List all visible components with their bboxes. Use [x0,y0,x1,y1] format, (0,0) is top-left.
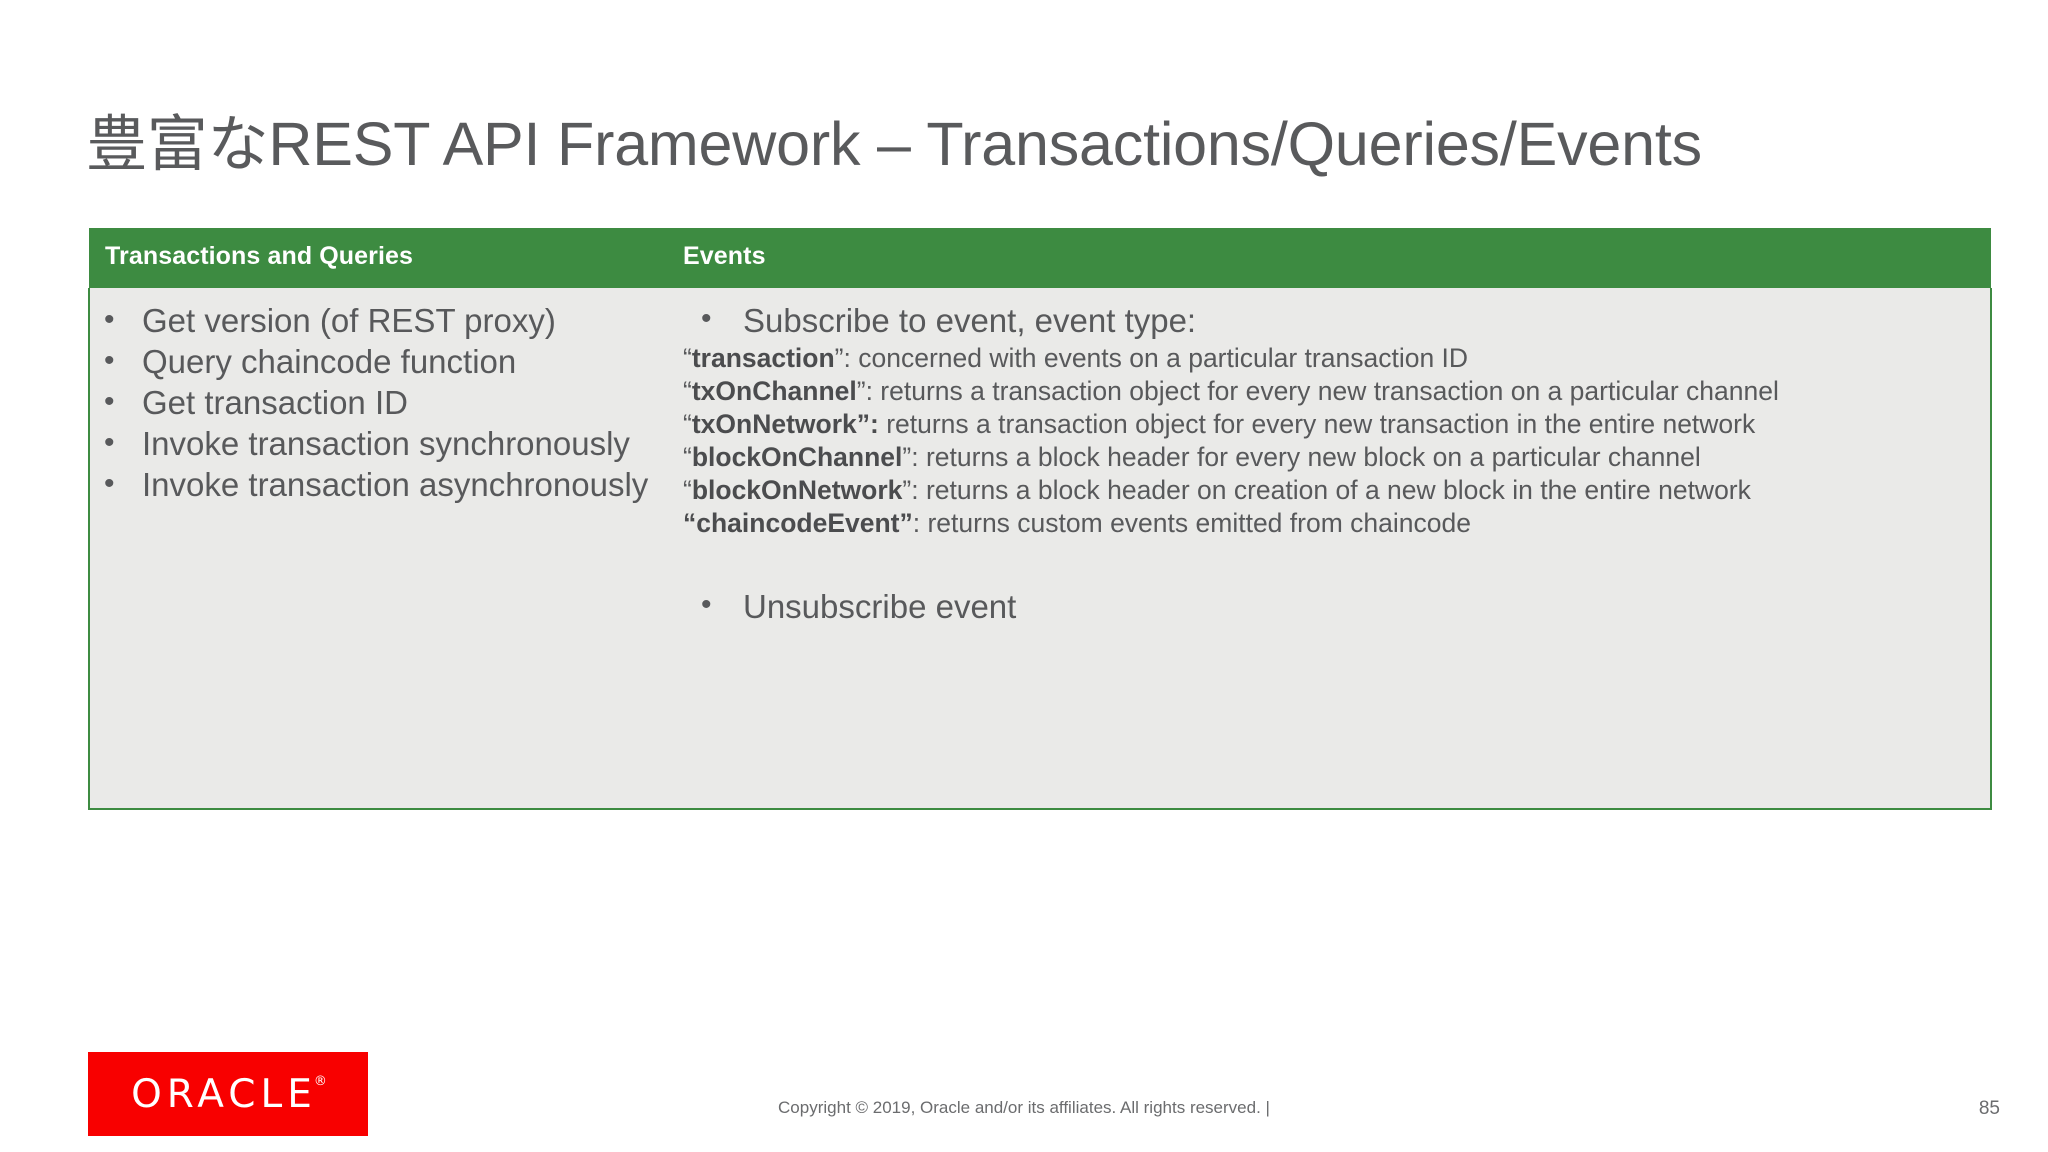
table-header-row: Transactions and Queries Events [89,228,1991,288]
table-header-transactions-and-queries-label: Transactions and Queries [105,242,414,270]
event-type-open-quote: “ [683,508,697,539]
event-type-close-quote: ” [834,343,844,374]
table-cell-transactions-and-queries: Get version (of REST proxy) Query chainc… [88,288,667,810]
event-type-description: : returns a block header for every new b… [911,442,1701,473]
list-item: Invoke transaction synchronously [104,425,657,464]
event-type-item: “transaction”: concerned with events on … [683,342,1972,375]
page-number: 85 [1978,1098,2000,1119]
list-item: Subscribe to event, event type: [701,302,1972,340]
list-item: Get transaction ID [104,384,657,423]
event-type-item: “chaincodeEvent”: returns custom events … [683,507,1972,540]
list-item: Invoke transaction asynchronously [104,466,657,505]
event-type-open-quote: “ [683,442,692,473]
event-type-list: “transaction”: concerned with events on … [683,342,1972,540]
event-type-description: returns a transaction object for every n… [878,409,1756,440]
oracle-logo: ORACLE ® [88,1052,368,1136]
event-type-description: : concerned with events on a particular … [843,343,1469,374]
event-type-description: : returns custom events emitted from cha… [912,508,1471,539]
copyright-notice: Copyright © 2019, Oracle and/or its affi… [778,1098,1270,1117]
event-type-name: blockOnChannel [691,442,903,473]
event-type-name: transaction [691,343,835,374]
event-type-close-quote: ” [856,376,866,407]
registered-trademark-icon: ® [313,1073,327,1089]
event-type-open-quote: “ [683,409,692,440]
content-table: Transactions and Queries Events Get vers… [88,228,1992,810]
oracle-logo-wordmark: ORACLE ® [131,1071,327,1117]
list-item: Get version (of REST proxy) [104,302,657,341]
list-item: Query chaincode function [104,343,657,382]
event-type-name: blockOnNetwork [691,475,903,506]
subscribe-bullet-list: Subscribe to event, event type: [683,302,1972,340]
event-type-item: “txOnNetwork”: returns a transaction obj… [683,408,1972,441]
event-type-name: txOnNetwork [691,409,857,440]
unsubscribe-bullet-list: Unsubscribe event [683,588,1972,626]
event-type-close-quote: ” [899,508,913,539]
events-content: Subscribe to event, event type: “transac… [667,288,1990,626]
event-type-name: chaincodeEvent [696,508,900,539]
event-type-close-quote: ” [902,475,912,506]
event-type-description: : returns a block header on creation of … [911,475,1751,506]
event-type-open-quote: “ [683,475,692,506]
table-header-events-label: Events [683,242,766,270]
event-type-name: txOnChannel [691,376,857,407]
event-type-item: “blockOnNetwork”: returns a block header… [683,474,1972,507]
oracle-logo-text: ORACLE [131,1071,317,1117]
event-type-close-quote: ” [902,442,912,473]
table-cell-events: Subscribe to event, event type: “transac… [667,288,1992,810]
transactions-bullet-list: Get version (of REST proxy) Query chainc… [90,302,667,505]
event-type-description: : returns a transaction object for every… [865,376,1779,407]
event-type-item: “txOnChannel”: returns a transaction obj… [683,375,1972,408]
event-type-close-quote: ”: [856,409,879,440]
event-type-open-quote: “ [683,343,692,374]
event-type-item: “blockOnChannel”: returns a block header… [683,441,1972,474]
event-type-open-quote: “ [683,376,692,407]
page-title: 豊富なREST API Framework – Transactions/Que… [86,110,1702,178]
list-item: Unsubscribe event [701,588,1972,626]
table-header-transactions-and-queries: Transactions and Queries [89,228,667,288]
table-header-events: Events [667,228,1991,288]
table-body-row: Get version (of REST proxy) Query chainc… [88,288,1992,810]
